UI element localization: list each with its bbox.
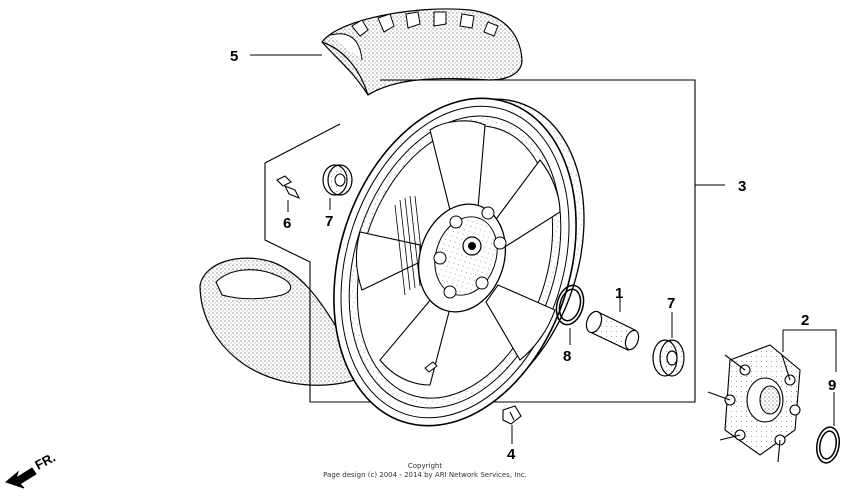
copyright-line-2: Page design (c) 2004 - 2014 by ARI Netwo…: [323, 471, 527, 479]
o-ring-part-8: [555, 284, 585, 326]
callout-part-1: 1: [615, 285, 623, 302]
collar-part-1: [585, 310, 640, 351]
rear-wheel: [333, 97, 585, 427]
callout-part-7-right: 7: [667, 295, 675, 312]
callout-part-7-left: 7: [325, 213, 333, 230]
copyright-line-1: Copyright: [407, 462, 443, 470]
callout-part-5: 5: [230, 48, 238, 65]
callout-part-3: 3: [738, 178, 746, 195]
bolt-part-6: [276, 175, 301, 200]
callout-part-2: 2: [801, 312, 809, 329]
direction-arrow-icon: [4, 467, 37, 489]
leader-lines: [250, 54, 837, 444]
valve-part-4: [502, 405, 522, 425]
bearing-left: [322, 164, 353, 196]
callout-part-6: 6: [283, 215, 291, 232]
tire-top-fragment: [321, 8, 523, 96]
callout-part-8: 8: [563, 348, 571, 365]
tire-bottom-fragment: [199, 257, 361, 386]
driven-flange-part-2: [707, 344, 801, 463]
callout-part-4: 4: [507, 446, 516, 463]
callout-part-9: 9: [828, 377, 836, 394]
o-ring-part-9: [815, 426, 841, 464]
bearing-right: [652, 339, 685, 377]
